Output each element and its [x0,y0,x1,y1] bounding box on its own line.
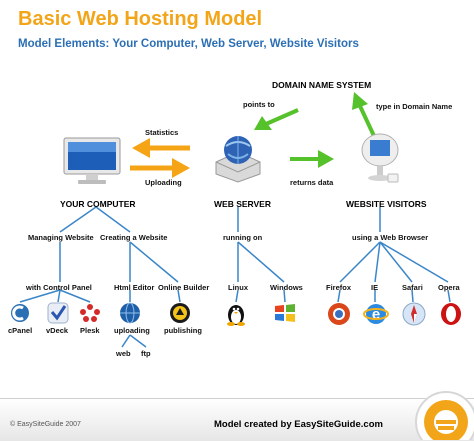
linux-tux-icon [227,305,245,326]
web-server-header: WEB SERVER [214,199,271,209]
statistics-label: Statistics [145,128,179,137]
uploading-leaf-label: uploading [114,326,150,335]
diagram-subtitle: Model Elements: Your Computer, Web Serve… [18,38,359,50]
cpanel-label: cPanel [8,326,33,335]
tree-connectors [19,206,451,348]
cpanel-icon [11,304,29,322]
plesk-label: Plesk [80,326,100,335]
safari-label: Safari [402,283,423,292]
svg-text:e: e [372,306,380,323]
publishing-icon [170,303,190,323]
website-visitors-header: WEBSITE VISITORS [346,199,427,209]
online-builder-label: Online Builder [158,283,210,292]
linux-label: Linux [228,283,248,292]
type-domain-arrow [352,92,376,137]
visitor-computer-icon [361,133,399,183]
vdeck-icon [47,302,69,324]
managing-website-label: Managing Website [28,233,94,242]
control-panel-label: with Control Panel [26,283,92,292]
html-editor-label: Html Editor [114,283,155,292]
firefox-icon [328,303,350,325]
windows-logo-icon [275,304,295,322]
copyright-text: © EasySiteGuide 2007 [10,421,81,428]
footer-bar [0,398,474,441]
uploading-arrow [130,158,190,178]
safari-compass-icon [402,302,426,326]
web-label: web [116,349,131,358]
publishing-label: publishing [164,326,202,335]
creating-website-label: Creating a Website [100,233,168,242]
ftp-label: ftp [141,349,151,358]
opera-label: Opera [438,283,460,292]
uploading-label: Uploading [145,178,182,187]
points-to-label: points to [243,100,275,109]
using-browser-label: using a Web Browser [352,233,429,242]
web-server-icon [215,136,261,183]
plesk-icon [80,304,100,322]
opera-icon [441,303,461,325]
returns-data-arrow [290,150,334,168]
ie-icon: e [363,304,389,324]
credit-text: Model created by EasySiteGuide.com [214,419,383,430]
diagram-title: Basic Web Hosting Model [18,8,263,30]
points-to-arrow [254,108,299,130]
ie-label: IE [371,283,379,292]
returns-data-label: returns data [290,178,334,187]
your-computer-header: YOUR COMPUTER [60,199,136,209]
easysiteguide-logo-icon [415,391,474,440]
firefox-label: Firefox [326,283,352,292]
uploading-globe-icon [120,302,140,324]
running-on-label: running on [223,233,263,242]
vdeck-label: vDeck [46,326,69,335]
type-domain-label: type in Domain Name [376,102,453,111]
windows-label: Windows [270,283,303,292]
dns-label: DOMAIN NAME SYSTEM [272,80,372,90]
statistics-arrow [132,138,190,158]
computer-monitor-icon [63,137,121,184]
